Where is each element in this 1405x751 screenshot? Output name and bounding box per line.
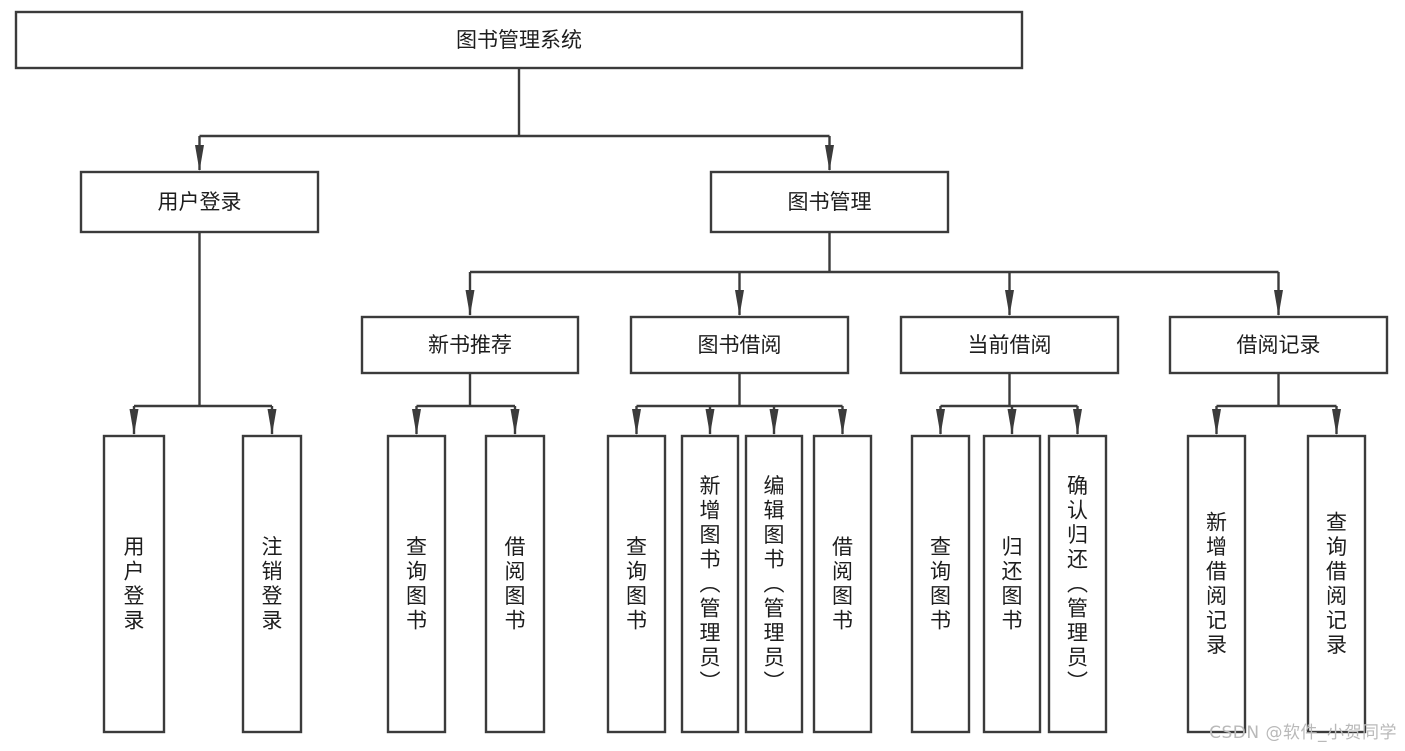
arrow-head-book_borrow bbox=[735, 290, 744, 316]
node-label-leaf-return-book: 归还图书 bbox=[1002, 535, 1023, 633]
node-label-book-borrow: 图书借阅 bbox=[698, 333, 782, 357]
arrow-head-leaf_query_book_a bbox=[412, 409, 421, 435]
node-box-new-book-rec bbox=[360, 315, 580, 375]
arrow-head-leaf_borrow_book_b bbox=[838, 409, 847, 435]
node-box-current-borrow bbox=[899, 315, 1120, 375]
node-book-manage[interactable]: 图书管理 bbox=[709, 170, 950, 234]
node-label-leaf-user-logout: 注销登录 bbox=[262, 535, 283, 633]
node-leaf-edit-book[interactable]: 编辑图书︵管理员︶ bbox=[744, 434, 804, 734]
node-label-leaf-query-record: 查询借阅记录 bbox=[1326, 511, 1347, 658]
node-box-root bbox=[14, 10, 1024, 70]
node-leaf-borrow-book-b[interactable]: 借阅图书 bbox=[812, 434, 873, 734]
node-box-leaf-user-logout bbox=[241, 434, 303, 734]
arrow-head-leaf_query_record bbox=[1332, 409, 1341, 435]
node-leaf-add-book[interactable]: 新增图书︵管理员︶ bbox=[680, 434, 740, 734]
arrow-head-leaf_query_book_c bbox=[936, 409, 945, 435]
node-label-leaf-query-book-b: 查询图书 bbox=[626, 535, 647, 633]
node-new-book-rec[interactable]: 新书推荐 bbox=[360, 315, 580, 375]
arrow-head-borrow_record bbox=[1274, 290, 1283, 316]
node-layer: 图书管理系统用户登录图书管理新书推荐图书借阅当前借阅借阅记录用户登录注销登录查询… bbox=[14, 10, 1389, 734]
node-leaf-add-record[interactable]: 新增借阅记录 bbox=[1186, 434, 1247, 734]
node-borrow-record[interactable]: 借阅记录 bbox=[1168, 315, 1389, 375]
arrow-head-current_borrow bbox=[1005, 290, 1014, 316]
node-root[interactable]: 图书管理系统 bbox=[14, 10, 1024, 70]
node-box-leaf-edit-book bbox=[744, 434, 804, 734]
arrow-head-leaf_query_book_b bbox=[632, 409, 641, 435]
arrow-head-user_login bbox=[195, 145, 204, 171]
arrow-head-leaf_borrow_book_a bbox=[510, 409, 520, 435]
node-label-leaf-edit-book: 编辑图书︵管理员︶ bbox=[764, 474, 785, 694]
node-box-leaf-add-book bbox=[680, 434, 740, 734]
node-label-new-book-rec: 新书推荐 bbox=[428, 333, 512, 357]
node-book-borrow[interactable]: 图书借阅 bbox=[629, 315, 850, 375]
node-leaf-borrow-book-a[interactable]: 借阅图书 bbox=[484, 434, 546, 734]
arrow-head-leaf_edit_book bbox=[769, 409, 779, 435]
node-label-book-manage: 图书管理 bbox=[788, 190, 872, 214]
node-box-leaf-user-login bbox=[102, 434, 166, 734]
arrow-head-new_book_rec bbox=[465, 290, 475, 316]
node-label-leaf-query-book-c: 查询图书 bbox=[930, 535, 951, 633]
node-leaf-query-book-b[interactable]: 查询图书 bbox=[606, 434, 667, 734]
node-box-leaf-borrow-book-a bbox=[484, 434, 546, 734]
node-label-leaf-query-book-a: 查询图书 bbox=[406, 535, 427, 633]
node-box-leaf-confirm-return bbox=[1047, 434, 1108, 734]
node-user-login[interactable]: 用户登录 bbox=[79, 170, 320, 234]
node-label-leaf-borrow-book-b: 借阅图书 bbox=[832, 535, 853, 633]
arrow-head-leaf_confirm_return bbox=[1073, 409, 1082, 435]
node-box-user-login bbox=[79, 170, 320, 234]
arrow-head-leaf_return_book bbox=[1007, 409, 1017, 435]
node-leaf-return-book[interactable]: 归还图书 bbox=[982, 434, 1042, 734]
node-box-book-borrow bbox=[629, 315, 850, 375]
node-leaf-query-record[interactable]: 查询借阅记录 bbox=[1306, 434, 1367, 734]
node-box-leaf-query-book-b bbox=[606, 434, 667, 734]
node-box-borrow-record bbox=[1168, 315, 1389, 375]
node-box-leaf-query-book-a bbox=[386, 434, 447, 734]
node-label-root: 图书管理系统 bbox=[456, 28, 582, 52]
connector-layer bbox=[129, 68, 1341, 435]
node-label-user-login: 用户登录 bbox=[158, 190, 242, 214]
node-box-leaf-return-book bbox=[982, 434, 1042, 734]
node-leaf-user-login[interactable]: 用户登录 bbox=[102, 434, 166, 734]
node-box-leaf-add-record bbox=[1186, 434, 1247, 734]
node-current-borrow[interactable]: 当前借阅 bbox=[899, 315, 1120, 375]
node-leaf-query-book-c[interactable]: 查询图书 bbox=[910, 434, 971, 734]
node-label-leaf-confirm-return: 确认归还︵管理员︶ bbox=[1067, 474, 1088, 694]
node-label-leaf-add-record: 新增借阅记录 bbox=[1206, 511, 1227, 658]
arrow-head-leaf_user_login bbox=[129, 409, 139, 435]
node-leaf-confirm-return[interactable]: 确认归还︵管理员︶ bbox=[1047, 434, 1108, 734]
node-box-book-manage bbox=[709, 170, 950, 234]
arrow-head-leaf_add_book bbox=[705, 409, 715, 435]
node-label-leaf-add-book: 新增图书︵管理员︶ bbox=[700, 474, 721, 694]
node-box-leaf-borrow-book-b bbox=[812, 434, 873, 734]
node-leaf-user-logout[interactable]: 注销登录 bbox=[241, 434, 303, 734]
node-box-leaf-query-book-c bbox=[910, 434, 971, 734]
csdn-watermark: CSDN @软件_小贺同学 bbox=[1209, 723, 1397, 743]
node-label-leaf-borrow-book-a: 借阅图书 bbox=[505, 535, 526, 633]
node-label-borrow-record: 借阅记录 bbox=[1237, 333, 1321, 357]
node-leaf-query-book-a[interactable]: 查询图书 bbox=[386, 434, 447, 734]
arrow-head-book_manage bbox=[825, 145, 834, 171]
node-box-leaf-query-record bbox=[1306, 434, 1367, 734]
node-label-current-borrow: 当前借阅 bbox=[968, 333, 1052, 357]
arrow-head-leaf_add_record bbox=[1212, 409, 1221, 435]
arrow-head-leaf_user_logout bbox=[267, 409, 277, 435]
node-label-leaf-user-login: 用户登录 bbox=[124, 535, 145, 633]
